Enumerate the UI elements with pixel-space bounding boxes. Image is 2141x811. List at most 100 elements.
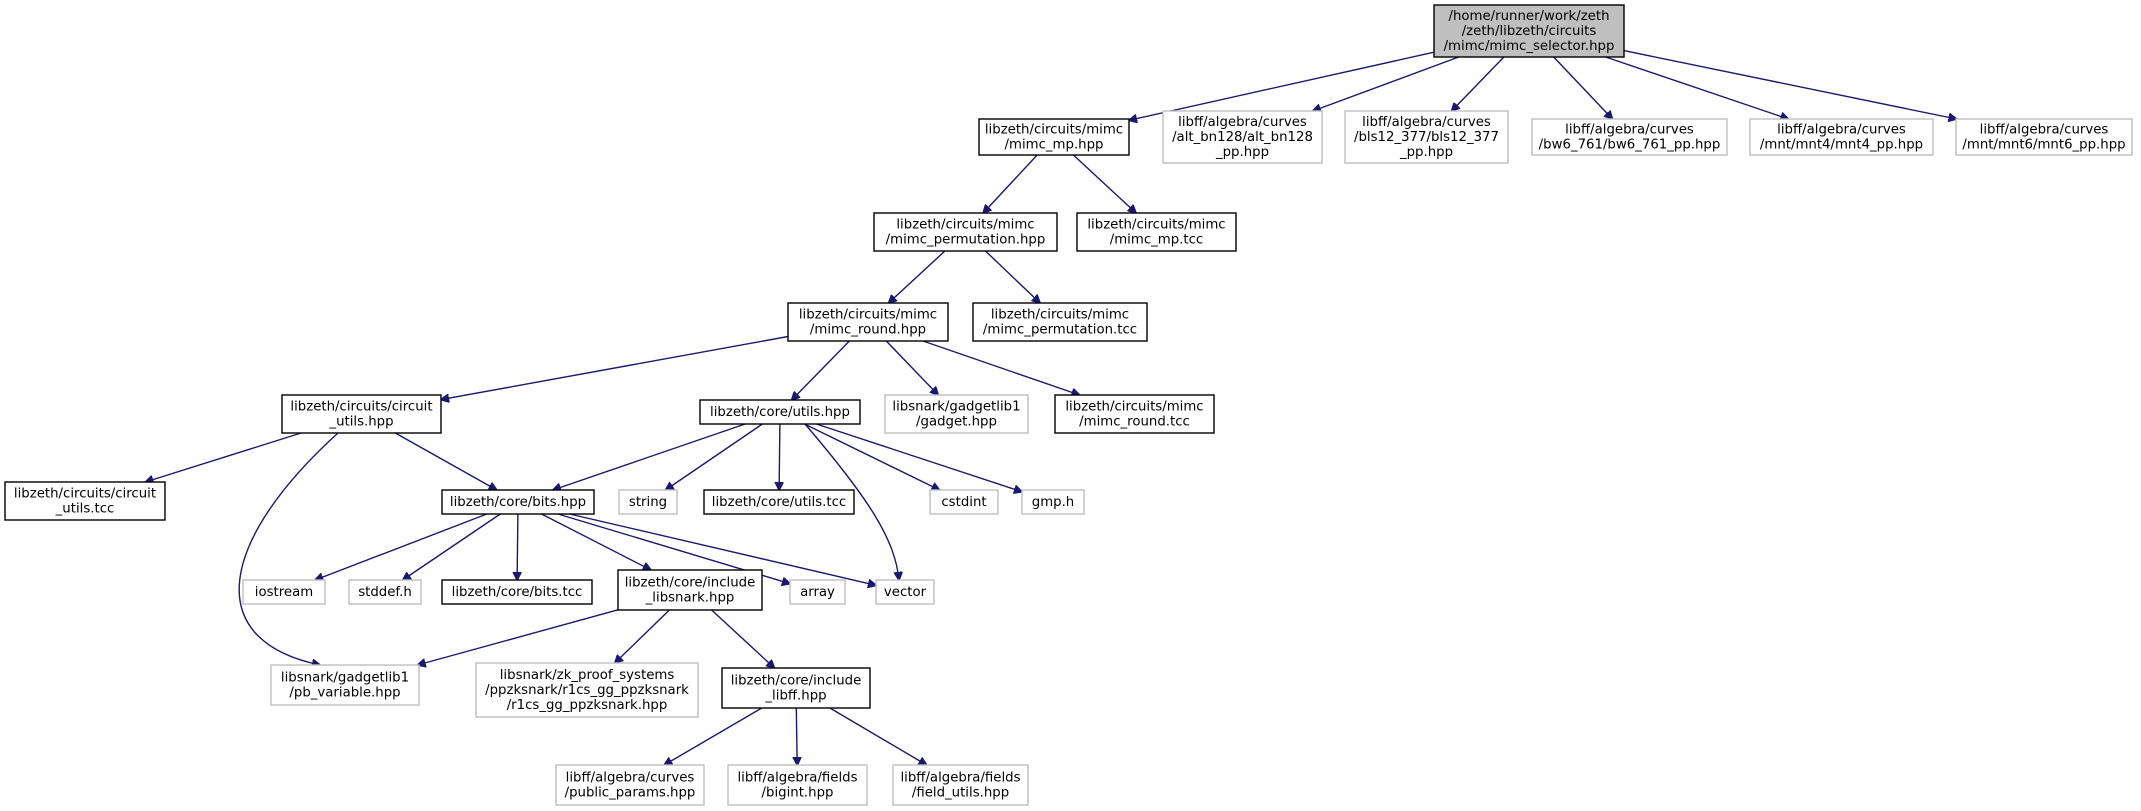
node-mnt4[interactable]: libff/algebra/curves/mnt/mnt4/mnt4_pp.hp… bbox=[1749, 118, 1934, 156]
node-core-utils-hpp[interactable]: libzeth/core/utils.hpp bbox=[699, 399, 861, 425]
node-bw6-761[interactable]: libff/algebra/curves/bw6_761/bw6_761_pp.… bbox=[1531, 118, 1728, 156]
node-bits-tcc[interactable]: libzeth/core/bits.tcc bbox=[441, 579, 593, 605]
node-label-line: libzeth/circuits/mimc bbox=[991, 308, 1129, 323]
node-public-params[interactable]: libff/algebra/curves/public_params.hpp bbox=[555, 764, 705, 806]
node-label-line: _utils.hpp bbox=[328, 415, 393, 430]
node-label-line: _libff.hpp bbox=[764, 689, 826, 704]
edge-root-to-alt_bn128 bbox=[1313, 56, 1459, 111]
node-stddef-h[interactable]: stddef.h bbox=[348, 579, 422, 605]
node-box bbox=[348, 579, 422, 605]
node-box bbox=[884, 394, 1029, 434]
node-label-line: libsnark/gadgetlib1 bbox=[281, 671, 409, 686]
node-label-line: libff/algebra/fields bbox=[900, 771, 1020, 786]
node-label-line: /mimc_mp.hpp bbox=[1005, 138, 1104, 153]
node-cstdint[interactable]: cstdint bbox=[929, 489, 999, 515]
node-box bbox=[892, 764, 1029, 806]
node-label-line: libzeth/core/utils.hpp bbox=[710, 405, 850, 420]
node-box bbox=[978, 118, 1130, 156]
node-box bbox=[618, 489, 678, 515]
node-gmp-h[interactable]: gmp.h bbox=[1021, 489, 1085, 515]
node-mimc-mp-tcc[interactable]: libzeth/circuits/mimc/mimc_mp.tcc bbox=[1076, 212, 1237, 252]
node-box bbox=[929, 489, 999, 515]
node-label-line: libff/algebra/curves bbox=[566, 771, 695, 786]
node-label-line: libzeth/circuits/circuit bbox=[14, 487, 156, 502]
edge-mimc_round_hpp-to-mimc_round_tcc bbox=[922, 340, 1080, 395]
node-vector[interactable]: vector bbox=[875, 579, 935, 605]
node-mimc-mp-hpp[interactable]: libzeth/circuits/mimc/mimc_mp.hpp bbox=[978, 118, 1130, 156]
edge-circuit_utils_hpp-to-pb_variable bbox=[238, 432, 339, 665]
node-box bbox=[1076, 212, 1237, 252]
node-label-line: libzeth/circuits/mimc bbox=[1065, 400, 1203, 415]
edge-bits_hpp-to-include_libsnark bbox=[541, 513, 651, 570]
node-label-line: cstdint bbox=[941, 495, 986, 510]
node-alt-bn128[interactable]: libff/algebra/curves/alt_bn128/alt_bn128… bbox=[1162, 110, 1323, 164]
node-bigint[interactable]: libff/algebra/fields/bigint.hpp bbox=[727, 764, 868, 806]
node-label-line: array bbox=[800, 585, 835, 600]
node-box bbox=[242, 579, 326, 605]
node-label-line: /mnt/mnt6/mnt6_pp.hpp bbox=[1962, 138, 2125, 153]
node-label-line: /bigint.hpp bbox=[762, 786, 834, 801]
node-circuit-utils-tcc[interactable]: libzeth/circuits/circuit_utils.tcc bbox=[4, 481, 166, 521]
node-mimc-permutation-tcc[interactable]: libzeth/circuits/mimc/mimc_permutation.t… bbox=[972, 302, 1148, 342]
node-label-line: /mimc_mp.tcc bbox=[1110, 233, 1204, 248]
node-label-line: /ppzksnark/r1cs_gg_ppzksnark bbox=[485, 683, 689, 698]
edge-circuit_utils_hpp-to-circuit_utils_tcc bbox=[145, 432, 302, 482]
node-box bbox=[1955, 118, 2133, 156]
edge-include_libsnark-to-include_libff bbox=[711, 609, 775, 668]
edge-include_libff-to-field_utils bbox=[829, 707, 927, 765]
node-label-line: string bbox=[629, 495, 667, 510]
edges-layer bbox=[145, 49, 1956, 765]
node-box bbox=[972, 302, 1148, 342]
node-box bbox=[721, 667, 871, 709]
edge-core_utils_hpp-to-string bbox=[666, 423, 763, 490]
node-include-libff[interactable]: libzeth/core/include_libff.hpp bbox=[721, 667, 871, 709]
node-label-line: libzeth/circuits/mimc bbox=[799, 308, 937, 323]
node-utils-tcc[interactable]: libzeth/core/utils.tcc bbox=[703, 489, 855, 515]
node-mimc-round-tcc[interactable]: libzeth/circuits/mimc/mimc_round.tcc bbox=[1054, 394, 1215, 434]
node-mnt6[interactable]: libff/algebra/curves/mnt/mnt6/mnt6_pp.hp… bbox=[1955, 118, 2133, 156]
node-label-line: /r1cs_gg_ppzksnark.hpp bbox=[507, 698, 668, 713]
node-circuit-utils-hpp[interactable]: libzeth/circuits/circuit_utils.hpp bbox=[281, 394, 442, 434]
node-box bbox=[617, 569, 763, 611]
node-bls12-377[interactable]: libff/algebra/curves/bls12_377/bls12_377… bbox=[1344, 110, 1509, 164]
node-box bbox=[1433, 4, 1625, 58]
node-label-line: libzeth/core/bits.hpp bbox=[450, 495, 586, 510]
edge-root-to-bls12_377 bbox=[1452, 56, 1505, 111]
node-label-line: libzeth/circuits/mimc bbox=[896, 218, 1034, 233]
node-label-line: /pb_variable.hpp bbox=[289, 686, 400, 701]
node-box bbox=[727, 764, 868, 806]
node-r1cs-gg-ppzksnark[interactable]: libsnark/zk_proof_systems/ppzksnark/r1cs… bbox=[475, 662, 699, 718]
node-box bbox=[555, 764, 705, 806]
node-label-line: /mimc/mimc_selector.hpp bbox=[1444, 39, 1615, 54]
node-array[interactable]: array bbox=[789, 579, 846, 605]
node-mimc-permutation-hpp[interactable]: libzeth/circuits/mimc/mimc_permutation.h… bbox=[873, 212, 1058, 252]
node-label-line: libff/algebra/curves bbox=[1777, 123, 1906, 138]
edge-include_libsnark-to-r1cs_gg_ppzksnark bbox=[615, 609, 670, 663]
node-label-line: gmp.h bbox=[1032, 495, 1075, 510]
node-label-line: /mimc_permutation.tcc bbox=[983, 323, 1137, 338]
node-label-line: /mimc_round.tcc bbox=[1079, 415, 1190, 430]
node-box bbox=[281, 394, 442, 434]
node-box bbox=[1054, 394, 1215, 434]
node-gadget-hpp[interactable]: libsnark/gadgetlib1/gadget.hpp bbox=[884, 394, 1029, 434]
node-root: /home/runner/work/zeth/zeth/libzeth/circ… bbox=[1433, 4, 1625, 58]
node-mimc-round-hpp[interactable]: libzeth/circuits/mimc/mimc_round.hpp bbox=[787, 302, 949, 342]
node-label-line: libff/algebra/fields bbox=[737, 771, 857, 786]
node-bits-hpp[interactable]: libzeth/core/bits.hpp bbox=[441, 489, 595, 515]
node-label-line: /alt_bn128/alt_bn128 bbox=[1172, 130, 1313, 145]
edge-core_utils_hpp-to-vector bbox=[804, 423, 899, 580]
node-iostream[interactable]: iostream bbox=[242, 579, 326, 605]
node-field-utils[interactable]: libff/algebra/fields/field_utils.hpp bbox=[892, 764, 1029, 806]
node-string[interactable]: string bbox=[618, 489, 678, 515]
edge-mimc_permutation_hpp-to-mimc_permutation_tcc bbox=[985, 250, 1041, 303]
node-label-line: /bw6_761/bw6_761_pp.hpp bbox=[1539, 138, 1721, 153]
node-include-libsnark[interactable]: libzeth/core/include_libsnark.hpp bbox=[617, 569, 763, 611]
edge-mimc_round_hpp-to-gadget_hpp bbox=[885, 340, 938, 395]
edge-bits_hpp-to-vector bbox=[569, 513, 876, 585]
node-label-line: _libsnark.hpp bbox=[645, 591, 735, 606]
edge-root-to-mimc_mp_hpp bbox=[1129, 51, 1435, 120]
edge-include_libff-to-bigint bbox=[796, 707, 797, 765]
node-label-line: libff/algebra/curves bbox=[1178, 115, 1307, 130]
node-box bbox=[270, 664, 420, 706]
node-pb-variable[interactable]: libsnark/gadgetlib1/pb_variable.hpp bbox=[270, 664, 420, 706]
